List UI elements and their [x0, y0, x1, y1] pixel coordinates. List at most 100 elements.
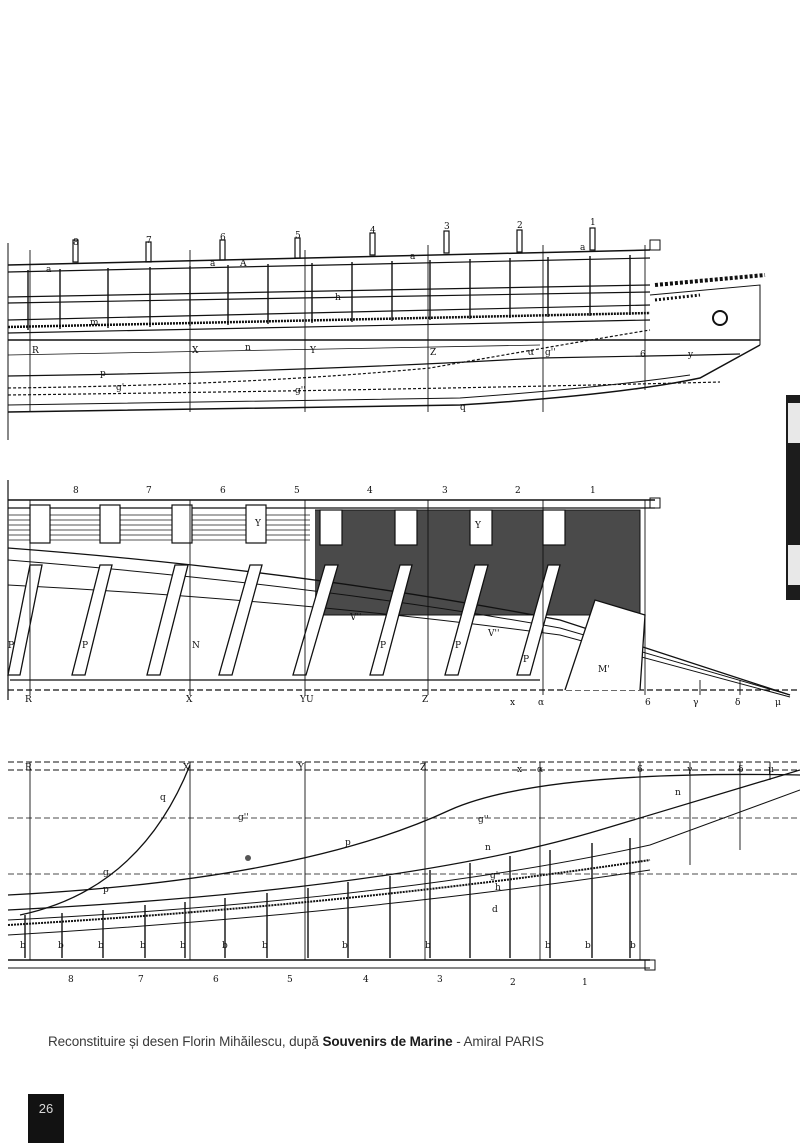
caption-suffix: - Amiral PARIS — [452, 1034, 544, 1049]
svg-text:b: b — [425, 941, 431, 951]
svg-text:6: 6 — [637, 765, 643, 775]
svg-text:g.: g. — [103, 868, 112, 878]
svg-text:2: 2 — [510, 978, 516, 988]
svg-text:n: n — [675, 788, 681, 798]
svg-text:R: R — [25, 763, 32, 773]
caption-bold-title: Souvenirs de Marine — [322, 1034, 453, 1049]
svg-text:8: 8 — [73, 486, 79, 496]
svg-text:V'': V'' — [349, 613, 361, 623]
svg-text:Z: Z — [430, 348, 436, 358]
svg-text:p: p — [345, 838, 351, 848]
svg-text:α: α — [528, 348, 534, 358]
svg-text:Z: Z — [422, 695, 428, 705]
svg-text:1: 1 — [582, 978, 588, 988]
svg-text:7: 7 — [146, 236, 152, 246]
adjacent-page-edge — [786, 395, 800, 600]
caption-prefix: Reconstituire și desen Florin Mihăilescu… — [48, 1034, 323, 1049]
svg-text:6: 6 — [220, 486, 226, 496]
svg-text:g'': g'' — [295, 386, 306, 396]
svg-text:x: x — [510, 698, 515, 708]
svg-text:a: a — [580, 243, 586, 253]
svg-text:Y: Y — [474, 521, 482, 531]
svg-text:5: 5 — [287, 975, 293, 985]
svg-text:δ: δ — [735, 698, 740, 708]
edge-strip — [788, 403, 800, 443]
svg-text:M': M' — [598, 665, 610, 675]
svg-text:b: b — [342, 941, 348, 951]
svg-text:Y: Y — [297, 763, 305, 773]
svg-text:n: n — [245, 343, 251, 353]
svg-text:α: α — [537, 765, 543, 775]
svg-text:3: 3 — [442, 486, 448, 496]
svg-text:N: N — [192, 641, 200, 651]
svg-text:6: 6 — [640, 350, 646, 360]
svg-text:6: 6 — [213, 975, 219, 985]
svg-text:7: 7 — [146, 486, 152, 496]
svg-text:2: 2 — [515, 486, 521, 496]
svg-text:1: 1 — [590, 218, 596, 228]
svg-text:b: b — [20, 941, 26, 951]
svg-text:Z: Z — [420, 763, 426, 773]
svg-text:p: p — [103, 885, 109, 895]
svg-text:b: b — [262, 941, 268, 951]
svg-text:γ: γ — [687, 765, 692, 775]
svg-text:4: 4 — [367, 486, 373, 496]
svg-text:d: d — [492, 905, 498, 915]
svg-text:g'': g'' — [238, 813, 249, 823]
bottom-halfbreadth-view — [7, 761, 800, 971]
svg-text:4: 4 — [370, 226, 376, 236]
svg-text:g'': g'' — [478, 815, 489, 825]
svg-text:b: b — [180, 941, 186, 951]
top-elevation-view — [7, 227, 766, 440]
svg-text:h: h — [495, 883, 501, 893]
figure-caption: Reconstituire și desen Florin Mihăilescu… — [48, 1034, 544, 1049]
svg-text:5: 5 — [294, 486, 300, 496]
svg-text:a: a — [210, 259, 216, 269]
svg-text:YU: YU — [299, 695, 314, 705]
svg-text:g': g' — [490, 871, 498, 881]
svg-text:m: m — [90, 318, 99, 328]
svg-text:α: α — [538, 698, 544, 708]
svg-text:b: b — [222, 941, 228, 951]
svg-text:V'': V'' — [487, 629, 499, 639]
svg-text:q: q — [160, 793, 166, 803]
svg-text:b: b — [58, 941, 64, 951]
svg-text:A: A — [239, 259, 247, 269]
svg-text:7: 7 — [138, 975, 144, 985]
svg-text:n: n — [485, 843, 491, 853]
svg-text:h: h — [335, 293, 341, 303]
svg-text:R: R — [32, 346, 39, 356]
page-number: 26 — [38, 1101, 54, 1116]
middle-plan-view — [7, 480, 800, 700]
svg-text:2: 2 — [517, 221, 523, 231]
svg-text:R: R — [25, 695, 32, 705]
svg-text:p: p — [100, 369, 106, 379]
svg-text:y: y — [687, 350, 694, 360]
svg-text:μ: μ — [768, 765, 774, 775]
svg-text:Y: Y — [309, 346, 317, 356]
svg-text:P: P — [380, 641, 386, 651]
svg-text:5: 5 — [295, 231, 301, 241]
svg-text:x: x — [517, 765, 522, 775]
svg-text:b: b — [140, 941, 146, 951]
svg-text:b: b — [98, 941, 104, 951]
svg-text:6: 6 — [220, 233, 226, 243]
page-number-box: 26 — [28, 1094, 64, 1143]
svg-text:μ: μ — [775, 698, 781, 708]
svg-text:δ: δ — [738, 765, 743, 775]
svg-text:a: a — [410, 252, 416, 262]
edge-strip — [788, 545, 800, 585]
svg-text:6: 6 — [645, 698, 651, 708]
svg-text:b: b — [585, 941, 591, 951]
svg-text:Y: Y — [254, 519, 262, 529]
svg-text:g'': g'' — [545, 348, 556, 358]
svg-text:4: 4 — [363, 975, 369, 985]
svg-text:X: X — [183, 763, 190, 773]
svg-text:3: 3 — [437, 975, 443, 985]
svg-text:b: b — [630, 941, 636, 951]
svg-text:g': g' — [116, 383, 124, 393]
